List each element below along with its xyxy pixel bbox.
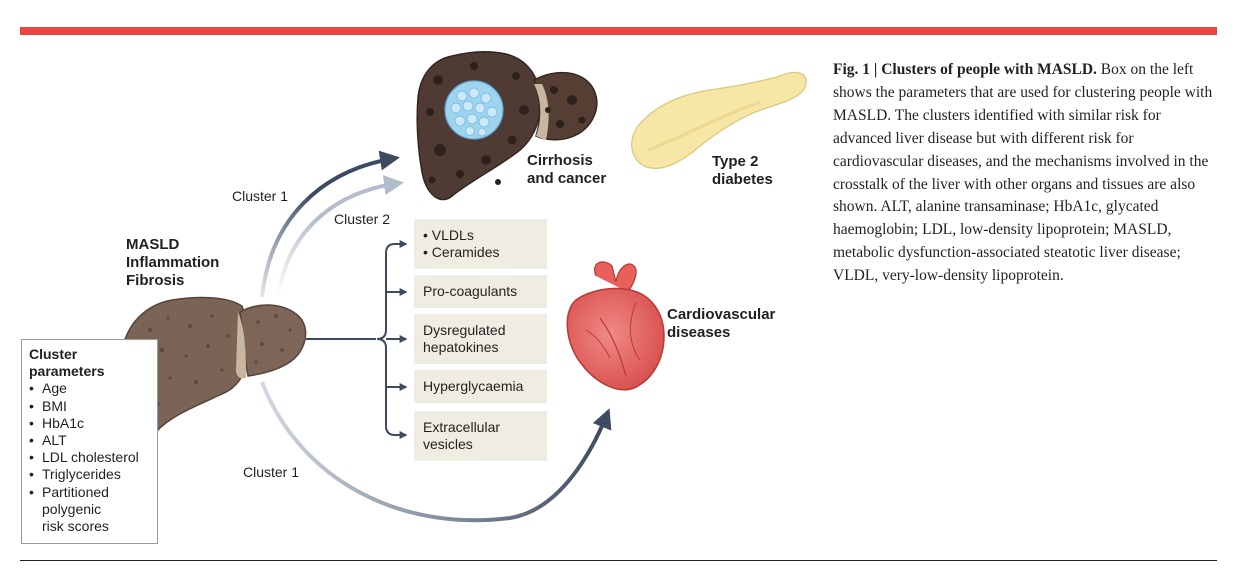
- cluster-parameters-title: Cluster parameters: [29, 346, 105, 380]
- parameter-item: Age: [29, 380, 157, 397]
- parameter-item: ALT: [29, 432, 157, 449]
- parameter-item: LDL cholesterol: [29, 449, 157, 466]
- mechanism-box-lipids: VLDLs Ceramides: [414, 219, 547, 269]
- caption-title: Clusters of people with MASLD.: [881, 61, 1097, 78]
- parameter-item: Triglycerides: [29, 466, 157, 483]
- mechanism-item-ceramides: Ceramides: [423, 244, 538, 261]
- mechanism-item-vldls: VLDLs: [423, 227, 538, 244]
- masld-label: MASLD Inflammation Fibrosis: [126, 236, 220, 289]
- pancreas-illustration: [631, 71, 807, 169]
- mechanism-box-hepatokines: Dysregulated hepatokines: [414, 314, 547, 364]
- cluster1-bottom-arrow: [260, 381, 612, 523]
- cirrhosis-cancer-label: Cirrhosis and cancer: [527, 152, 607, 187]
- heart-illustration: [566, 261, 665, 391]
- figure-caption: Fig. 1 | Clusters of people with MASLD. …: [833, 59, 1218, 288]
- cluster-parameters-box: Cluster parameters Age BMI HbA1c ALT LDL…: [21, 339, 158, 544]
- cluster1-top-arrow: [260, 150, 400, 298]
- cluster1-top-label: Cluster 1: [232, 188, 289, 204]
- bottom-rule: [20, 560, 1217, 561]
- cluster2-arrow: [276, 175, 404, 298]
- parameter-item: Partitioned polygenic risk scores: [29, 484, 157, 536]
- mechanism-box-hyperglycaemia: Hyperglycaemia: [414, 370, 547, 403]
- caption-body: Box on the left shows the parameters tha…: [833, 61, 1213, 285]
- cardiovascular-label: Cardiovascular diseases: [667, 306, 776, 341]
- parameter-item: BMI: [29, 398, 157, 415]
- cluster1-bottom-label: Cluster 1: [243, 464, 300, 480]
- header-accent-bar: [20, 27, 1217, 35]
- figure-label: Fig. 1 |: [833, 61, 878, 78]
- type2-diabetes-label: Type 2 diabetes: [712, 153, 773, 188]
- cirrhotic-liver-illustration: [416, 51, 598, 201]
- mechanism-box-vesicles: Extracellular vesicles: [414, 411, 547, 461]
- mechanism-box-procoagulants: Pro-coagulants: [414, 275, 547, 308]
- parameter-item: HbA1c: [29, 415, 157, 432]
- mechanism-branch-connector: [306, 240, 408, 439]
- cluster2-label: Cluster 2: [334, 211, 391, 227]
